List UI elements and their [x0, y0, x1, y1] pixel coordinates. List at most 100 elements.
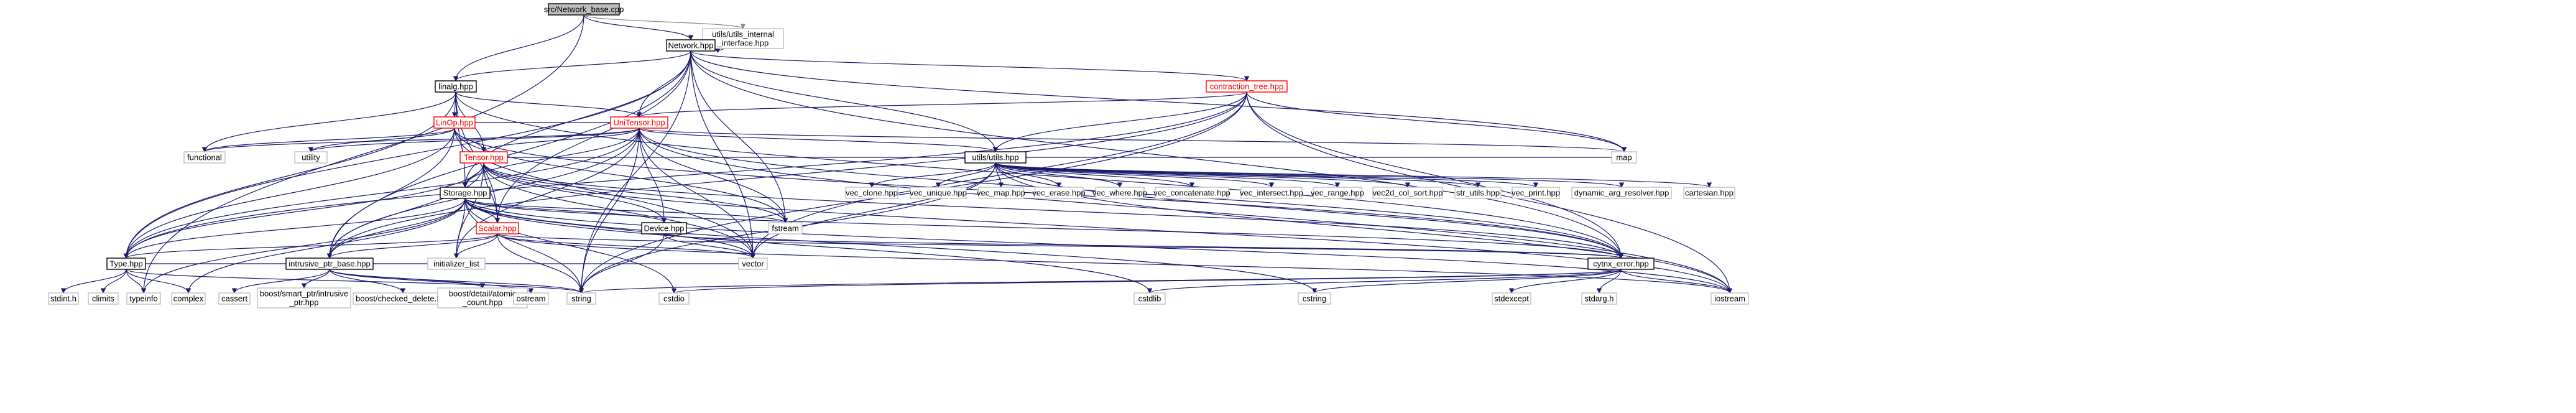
- node-cassert: cassert: [218, 292, 251, 305]
- node-stdint-h: stdint.h: [48, 292, 79, 305]
- node-box: [738, 258, 768, 270]
- edge-utils_utils-to-cytnx_error: [995, 162, 1624, 259]
- edge-unitensor-to-string: [578, 128, 640, 294]
- node-network[interactable]: Network.hpp: [666, 39, 716, 52]
- node-box: [964, 151, 1027, 164]
- edge-intrusive_ptr_base-to-boost_smart_ptr: [301, 269, 330, 289]
- edge-scalar-to-cytnx_error: [497, 233, 1623, 259]
- node-box: [658, 292, 690, 305]
- edge-type-to-complex: [126, 269, 192, 294]
- edge-type-to-climits: [100, 269, 127, 294]
- node-contraction-tree[interactable]: contraction_tree.hpp: [1206, 80, 1288, 93]
- node-label: boost/detail/atomic: [449, 289, 517, 299]
- node-utility: utility: [294, 151, 328, 164]
- edge-unitensor-to-initializer_list: [453, 128, 640, 259]
- node-vec-erase: vec_erase.hpp: [1032, 187, 1086, 199]
- edge-network-to-string: [578, 50, 691, 294]
- node-label: cstring: [1303, 294, 1326, 304]
- node-unitensor[interactable]: UniTensor.hpp: [610, 116, 668, 129]
- node-utils-utils[interactable]: utils/utils.hpp: [964, 151, 1027, 164]
- node-box: [1034, 187, 1084, 199]
- node-box: [294, 151, 328, 164]
- edge-network-to-cytnx_error: [690, 50, 1624, 259]
- node-label: fstream: [772, 224, 798, 233]
- node-label: vec_print.hpp: [1512, 188, 1560, 198]
- node-cytnx-error[interactable]: cytnx_error.hpp: [1587, 258, 1655, 270]
- edges-layer: [60, 14, 1733, 294]
- edge-storage-to-initializer_list: [453, 198, 466, 259]
- node-label: ostream: [517, 294, 546, 304]
- edge-storage-to-cstring: [464, 198, 1318, 294]
- edge-tensor-to-device: [483, 162, 667, 223]
- node-device[interactable]: Device.hpp: [641, 222, 687, 234]
- node-intrusive-ptr-base[interactable]: intrusive_ptr_base.hpp: [285, 258, 374, 270]
- edge-utils_utils-to-vec_print: [995, 162, 1538, 188]
- edge-utils_utils-to-vector: [750, 162, 996, 259]
- edge-scalar-to-initializer_list: [453, 233, 498, 259]
- node-label: map: [1616, 153, 1632, 162]
- node-box: [548, 3, 620, 16]
- node-box: [1454, 187, 1502, 199]
- node-vec-unique: vec_unique.hpp: [910, 187, 967, 199]
- edge-contraction_tree-to-map: [1246, 91, 1627, 152]
- node-label: UniTensor.hpp: [613, 118, 665, 128]
- node-typeinfo: typeinfo: [126, 292, 161, 305]
- node-label: complex: [173, 294, 204, 304]
- edge-utils_utils-to-vec_erase: [995, 162, 1062, 188]
- node-linop[interactable]: LinOp.hpp: [433, 116, 476, 129]
- node-box: [1206, 80, 1288, 93]
- edge-network-to-vector: [690, 50, 756, 259]
- edge-unitensor-to-utils_utils: [639, 128, 998, 152]
- node-string: string: [566, 292, 596, 305]
- node-box: [1492, 292, 1531, 305]
- node-label: cartesian.hpp: [1685, 188, 1733, 198]
- node-linalg[interactable]: linalg.hpp: [435, 80, 477, 93]
- edge-unitensor-to-tensor: [481, 128, 640, 152]
- node-label: vec_concatenate.hpp: [1153, 188, 1230, 198]
- node-label: _interface.hpp: [717, 39, 769, 48]
- node-scalar[interactable]: Scalar.hpp: [476, 222, 519, 234]
- node-box: [88, 292, 119, 305]
- edge-network-to-intrusive_ptr_base: [326, 50, 691, 259]
- edge-network_base_cpp-to-linalg: [453, 14, 584, 81]
- node-label: typeinfo: [129, 294, 158, 304]
- node-box: [978, 187, 1024, 199]
- node-box: [610, 116, 668, 129]
- edge-storage-to-typeinfo: [141, 198, 466, 294]
- edge-network-to-contraction_tree: [690, 50, 1249, 81]
- node-box: [106, 258, 146, 270]
- node-storage[interactable]: Storage.hpp: [440, 187, 491, 199]
- node-functional: functional: [183, 151, 226, 164]
- edge-unitensor-to-type: [123, 128, 640, 259]
- edge-scalar-to-vector: [497, 233, 756, 259]
- node-cartesian: cartesian.hpp: [1683, 187, 1735, 199]
- node-box: [285, 258, 374, 270]
- node-box: [1133, 292, 1166, 305]
- node-box: [1095, 187, 1145, 199]
- node-label: cassert: [221, 294, 247, 304]
- edge-cytnx_error-to-string: [579, 269, 1622, 294]
- edge-cytnx_error-to-cstdio: [672, 269, 1622, 294]
- edge-linop-to-utility: [308, 128, 455, 152]
- edge-tensor-to-fstream: [483, 162, 788, 223]
- node-cstdio: cstdio: [658, 292, 690, 305]
- node-type[interactable]: Type.hpp: [106, 258, 146, 270]
- node-box: [1512, 187, 1560, 199]
- node-boost-checked-delete: boost/checked_delete.hpp: [353, 292, 453, 305]
- node-label: vec_unique.hpp: [910, 188, 967, 198]
- node-network-base-cpp[interactable]: src/Network_base.cpp: [544, 3, 624, 16]
- node-label: vec_intersect.hpp: [1240, 188, 1303, 198]
- node-vec-intersect: vec_intersect.hpp: [1240, 187, 1303, 199]
- node-box: [257, 287, 351, 309]
- node-box: [1581, 292, 1617, 305]
- edge-device-to-cytnx_error: [663, 233, 1623, 259]
- node-label: dynamic_arg_resolver.hpp: [1574, 188, 1669, 198]
- edge-utils_utils-to-vec_concatenate: [995, 162, 1195, 188]
- node-label: _count.hpp: [462, 298, 502, 307]
- edge-scalar-to-iostream: [497, 233, 1732, 294]
- node-vec-clone: vec_clone.hpp: [845, 187, 898, 199]
- node-vec-where: vec_where.hpp: [1092, 187, 1147, 199]
- node-tensor[interactable]: Tensor.hpp: [459, 151, 508, 164]
- edge-utils_utils-to-vec_intersect: [995, 162, 1275, 188]
- node-box: [427, 258, 486, 270]
